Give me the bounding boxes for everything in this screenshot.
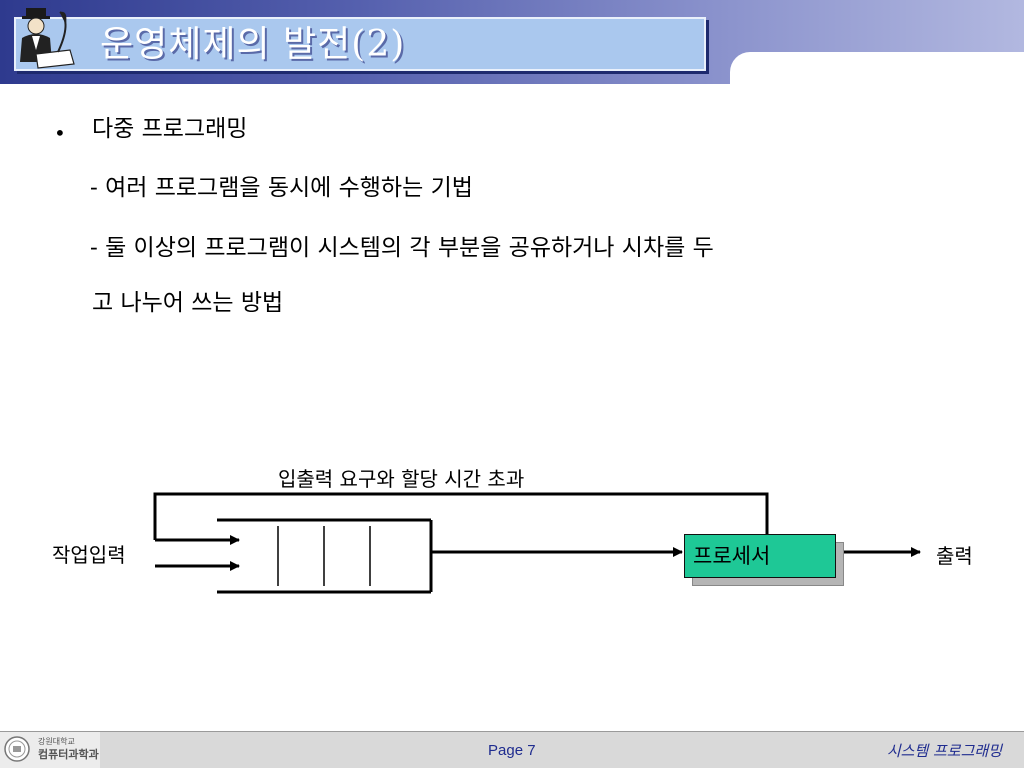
processor-label: 프로세서	[693, 544, 771, 568]
org-name: 컴퓨터과학과	[38, 748, 99, 761]
feedback-loop-line	[153, 492, 769, 540]
writer-with-quill-icon	[20, 8, 75, 69]
university-seal-icon	[4, 736, 30, 762]
bullet-dot: •	[54, 121, 66, 145]
org-name-small: 강원대학교	[38, 737, 75, 746]
feedback-label: 입출력 요구와 할당 시간 초과	[278, 467, 525, 491]
description-line-1: - 여러 프로그램을 동시에 수행하는 기법	[90, 175, 473, 201]
footer-bar: 강원대학교 컴퓨터과학과 Page 7 시스템 프로그래밍	[0, 731, 1024, 768]
description-line-3: 고 나누어 쓰는 방법	[92, 290, 284, 316]
output-label: 출력	[936, 544, 973, 568]
bullet-heading: 다중 프로그래밍	[92, 116, 248, 142]
page-number: Page 7	[488, 742, 536, 759]
footer-logo: 강원대학교 컴퓨터과학과	[0, 732, 100, 768]
input-label: 작업입력	[52, 543, 126, 567]
title-box	[14, 17, 706, 71]
header-tab	[730, 52, 1024, 92]
slide-title: 운영체제의 발전(2)	[100, 24, 406, 65]
description-line-2: - 둘 이상의 프로그램이 시스템의 각 부분을 공유하거나 시차를 두	[90, 235, 714, 261]
processor-box: 프로세서	[684, 534, 836, 578]
course-name: 시스템 프로그래밍	[886, 742, 1002, 760]
